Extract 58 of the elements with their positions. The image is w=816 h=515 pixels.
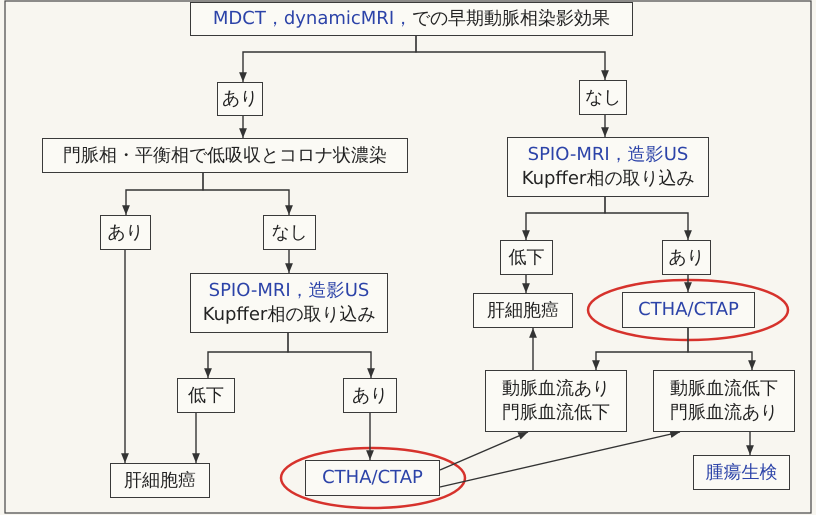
arrow (746, 432, 754, 455)
box-label: あり (222, 87, 258, 111)
flow-box (500, 240, 553, 275)
box-label: Kupffer相の取り込み (522, 167, 694, 191)
box-label: 門脈相・平衡相で低吸収とコロナ状濃染 (63, 144, 387, 168)
arrow (285, 250, 293, 273)
box-label: Kupffer相の取り込み (202, 303, 376, 327)
flow-box (263, 215, 316, 250)
box-label: あり (668, 246, 704, 270)
arrow (202, 173, 293, 215)
flow-box (110, 463, 210, 498)
flow-box (662, 240, 711, 275)
flow-box (305, 460, 440, 496)
box-label: あり (352, 384, 388, 408)
flow-box (622, 292, 755, 328)
flow-box (579, 80, 627, 115)
arrow (121, 250, 129, 463)
arrow (522, 275, 530, 293)
box-label: SPIO-MRI，造影US (208, 279, 370, 303)
box-label: なし (585, 86, 621, 110)
box-label: 肝細胞癌 (487, 298, 559, 322)
box-label: 腫瘍生検 (706, 460, 778, 484)
arrow (529, 328, 537, 370)
arrow (287, 333, 375, 378)
box-label: 動脈血流あり門脈血流低下 (501, 377, 611, 425)
arrow (440, 430, 680, 488)
flow-box (177, 378, 235, 413)
flow-box (42, 138, 408, 173)
box-label: 低下 (188, 384, 224, 408)
flow-box (653, 370, 795, 432)
arrow (604, 197, 692, 240)
box-label: MDCT，dynamicMRI， (212, 7, 412, 31)
flow-box (343, 378, 397, 413)
flow-box (190, 273, 388, 333)
flow-box (217, 82, 263, 116)
box-label: あり (108, 220, 144, 244)
box-label: 動脈血流低下門脈血流あり (669, 377, 779, 425)
arrow (601, 115, 609, 137)
flow-box (100, 215, 151, 250)
box-label: なし (272, 220, 308, 244)
arrow (192, 413, 200, 463)
arrow (239, 116, 247, 138)
flow-box (190, 2, 633, 36)
flow-box (485, 370, 627, 432)
box-label: CTHA/CTAP (322, 466, 423, 490)
arrow (415, 36, 609, 80)
box-label: 低下 (508, 246, 544, 270)
box-label: CTHA/CTAP (638, 298, 739, 322)
flow-box (507, 137, 709, 197)
flow-box (693, 455, 790, 490)
flow-box (473, 293, 573, 328)
arrow (684, 275, 692, 292)
arrow (440, 431, 528, 471)
box-label: での早期動脈相染影効果 (412, 7, 610, 31)
arrow (366, 413, 374, 460)
box-label: 肝細胞癌 (124, 468, 196, 492)
box-label: SPIO-MRI，造影US (528, 143, 688, 167)
arrow (687, 328, 756, 370)
